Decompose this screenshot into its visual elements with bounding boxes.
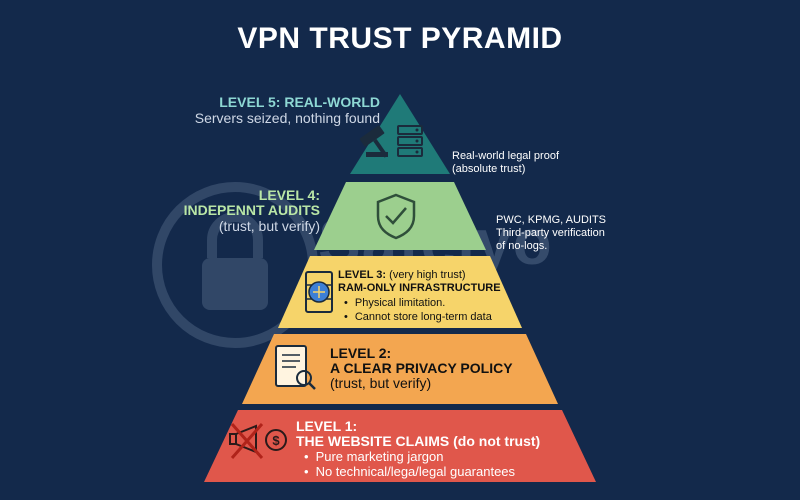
page-title: VPN TRUST PYRAMID bbox=[237, 22, 563, 55]
level-1-bullet-1: Pure marketing jargon bbox=[304, 449, 444, 464]
level-5-sub: Servers seized, nothing found bbox=[194, 110, 380, 126]
level-2-heading-2: A CLEAR PRIVACY POLICY bbox=[330, 360, 513, 376]
level-3-bullet-1: Physical limitation. bbox=[344, 296, 445, 310]
level-4-sub: (trust, but verify) bbox=[218, 218, 320, 234]
level-4-side-3: of no-logs. bbox=[496, 240, 548, 252]
level-4-heading-1: LEVEL 4: bbox=[258, 187, 320, 203]
level-5-side-1: Real-world legal proof bbox=[452, 150, 559, 162]
level-2-heading-1: LEVEL 2: bbox=[330, 345, 392, 361]
level-4-side-2: Third-party verification bbox=[496, 227, 605, 239]
level-2-sub: (trust, but verify) bbox=[330, 375, 432, 391]
level-3-heading-strong: LEVEL 3: bbox=[338, 269, 387, 281]
brain-chip-icon bbox=[305, 271, 333, 313]
document-magnifier-icon bbox=[275, 345, 316, 390]
level-1-heading-2: THE WEBSITE CLAIMS (do not trust) bbox=[296, 433, 541, 449]
level-4-side-1: PWC, KPMG, AUDITS bbox=[496, 214, 607, 226]
level-1-heading-1: LEVEL 1: bbox=[296, 418, 358, 434]
level-3-heading-note: (very high trust) bbox=[386, 269, 466, 281]
shield-check-icon bbox=[376, 193, 416, 240]
level-4-heading-2: INDEPENNT AUDITS bbox=[183, 202, 320, 218]
svg-text:$: $ bbox=[272, 433, 280, 448]
gavel-server-icon bbox=[359, 125, 423, 158]
level-5-side-2: (absolute trust) bbox=[452, 163, 526, 175]
level-5-heading: LEVEL 5: REAL-WORLD bbox=[219, 94, 380, 110]
megaphone-dollar-crossed-icon: $ bbox=[229, 423, 287, 459]
level-3-bullet-2: Cannot store long-term data bbox=[344, 310, 492, 324]
pyramid-level-2 bbox=[242, 334, 558, 404]
level-3-heading-2: RAM-ONLY INFRASTRUCTURE bbox=[338, 282, 501, 294]
level-1-bullet-2: No technical/lega/legal guarantees bbox=[304, 464, 515, 479]
level-3-heading: LEVEL 3: (very high trust) bbox=[338, 269, 466, 282]
